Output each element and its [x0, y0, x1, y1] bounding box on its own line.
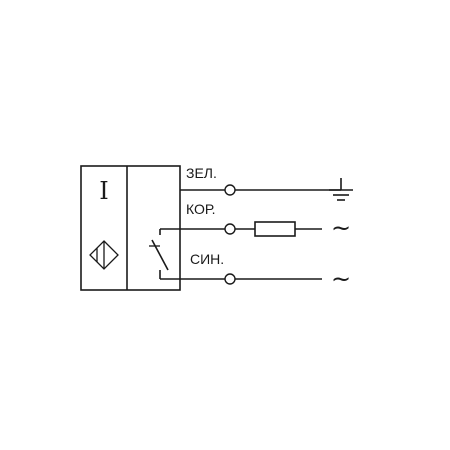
wire-green: ЗЕЛ.	[180, 165, 353, 201]
wire-blue-label: СИН.	[190, 251, 224, 267]
wire-brown-supply-symbol: ~	[331, 214, 351, 242]
ground-icon	[329, 178, 353, 201]
wire-brown: КОР. ~	[180, 201, 351, 242]
terminal-icon	[224, 184, 236, 196]
sensor-body: I	[80, 165, 181, 291]
sensor-type-symbol: I	[99, 177, 108, 205]
wire-brown-label: КОР.	[186, 201, 215, 217]
inductive-sensor-icon	[89, 240, 119, 270]
wire-blue-supply-symbol: ~	[331, 265, 351, 293]
resistor-icon	[254, 221, 296, 237]
terminal-icon	[224, 223, 236, 235]
terminal-icon	[224, 273, 236, 285]
switch-contact-icon	[149, 228, 180, 280]
sensor-outline	[80, 165, 181, 291]
wire-green-label: ЗЕЛ.	[186, 165, 217, 181]
wire-blue: СИН. ~	[180, 251, 351, 293]
